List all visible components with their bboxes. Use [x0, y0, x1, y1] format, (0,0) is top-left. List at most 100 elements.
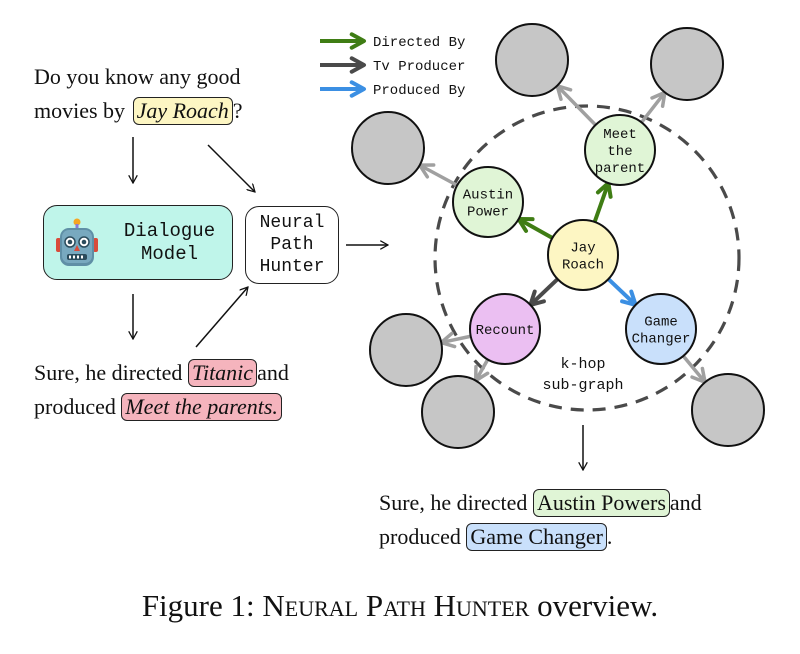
node-circle — [469, 293, 541, 365]
node-label-line: Austin — [463, 188, 513, 204]
caption-suffix: overview. — [529, 588, 659, 623]
node-label-line: Changer — [632, 332, 691, 348]
legend-label: Directed By — [373, 35, 465, 51]
edge-line — [607, 277, 637, 307]
query-entity-highlight: Jay Roach — [132, 97, 233, 125]
edge-jay-to-austin — [516, 217, 554, 240]
graph-node-g5 — [421, 375, 495, 449]
node-label-line: Roach — [562, 258, 604, 274]
edge-line — [529, 277, 559, 307]
corrected-line2-prefix: produced — [379, 524, 461, 549]
graph-node-recount: Recount — [469, 293, 541, 365]
flow-arrow-response-to-nph — [195, 287, 248, 348]
node-circle — [584, 114, 656, 186]
edge-line — [555, 84, 597, 127]
corrected-line2: produced Game Changer. — [379, 520, 702, 554]
edge-jay-to-game — [607, 277, 638, 307]
node-circle — [351, 111, 425, 185]
edge-line — [517, 217, 554, 240]
node-circle — [547, 219, 619, 291]
k-hop-subgraph-boundary — [433, 104, 741, 412]
nph-line1: Neural — [259, 213, 325, 233]
edge-line — [440, 334, 472, 345]
nph-line2: Path — [270, 235, 314, 255]
corrected-line1-prefix: Sure, he directed — [379, 490, 528, 515]
edge-meet-to-g3 — [640, 90, 667, 124]
legend-arrowhead — [349, 56, 366, 74]
graph-node-g3 — [650, 27, 724, 101]
node-label-line: Recount — [476, 323, 535, 339]
question-line1: Do you know any good — [34, 64, 241, 89]
legend-arrowhead — [349, 80, 366, 98]
hallucinated-line1-suffix: and — [257, 360, 289, 385]
node-label-line: Game — [644, 315, 678, 331]
question-line2-prefix: movies by — [34, 98, 126, 123]
node-label-line: Power — [467, 205, 509, 221]
legend-item-tv-producer: Tv Producer — [320, 56, 465, 75]
robot-icon — [54, 218, 100, 268]
edge-line — [681, 354, 707, 384]
figure-caption: Figure 1: Neural Path Hunter overview. — [0, 588, 800, 624]
dialogue-model-box: Dialogue Model — [43, 205, 233, 280]
legend-item-produced-by: Produced By — [320, 80, 465, 99]
corrected-line2-suffix: . — [606, 524, 613, 549]
hallucinated-entity-1: Titanic — [187, 359, 258, 387]
node-circle — [452, 166, 524, 238]
node-circle — [421, 375, 495, 449]
node-label-line: Meet — [603, 127, 637, 143]
nph-line3: Hunter — [259, 257, 325, 277]
legend-label: Tv Producer — [373, 59, 465, 75]
subgraph-label-line2: sub-graph — [542, 377, 623, 394]
edge-meet-to-g2 — [555, 83, 597, 127]
node-circle — [369, 313, 443, 387]
corrected-entity-1: Austin Powers — [532, 489, 670, 517]
node-label-line: parent — [595, 161, 645, 177]
dialogue-model-line1: Dialogue — [123, 220, 216, 242]
corrected-entity-2: Game Changer — [466, 523, 607, 551]
edge-line — [592, 182, 611, 223]
graph-node-g6 — [691, 373, 765, 447]
question-line2: movies by Jay Roach? — [34, 94, 243, 128]
question-mark: ? — [232, 98, 243, 123]
caption-prefix: Figure 1: — [141, 588, 263, 623]
graph-node-g2 — [495, 23, 569, 97]
edge-jay-to-recount — [528, 277, 559, 307]
flow-arrow-question-to-nph — [207, 144, 255, 192]
neural-path-hunter-box: Neural Path Hunter — [245, 206, 339, 284]
hallucinated-entity-2: Meet the parents. — [121, 393, 282, 421]
user-question: Do you know any good movies by Jay Roach… — [34, 60, 243, 128]
hallucinated-line2: produced Meet the parents. — [34, 390, 289, 424]
hallucinated-line1-prefix: Sure, he directed — [34, 360, 183, 385]
edge-line — [474, 358, 490, 382]
legend-item-directed-by: Directed By — [320, 32, 465, 51]
edge-jay-to-meet — [592, 181, 613, 223]
node-circle — [691, 373, 765, 447]
legend-arrowhead — [349, 32, 366, 50]
node-circle — [495, 23, 569, 97]
edge-austin-to-g1 — [417, 163, 459, 187]
legend-label: Produced By — [373, 83, 465, 99]
corrected-line1-suffix: and — [669, 490, 702, 515]
node-circle — [650, 27, 724, 101]
edge-line — [418, 163, 459, 187]
node-circle — [625, 293, 697, 365]
subgraph-label-line1: k-hop — [560, 356, 605, 373]
node-label-line: the — [607, 144, 632, 160]
edge-line — [640, 91, 667, 124]
hallucinated-line2-prefix: produced — [34, 394, 116, 419]
graph-node-g4 — [369, 313, 443, 387]
dialogue-model-label: Dialogue Model — [112, 220, 227, 266]
node-label-line: Jay — [570, 241, 595, 257]
graph-node-g1 — [351, 111, 425, 185]
caption-name: Neural Path Hunter — [262, 588, 530, 623]
